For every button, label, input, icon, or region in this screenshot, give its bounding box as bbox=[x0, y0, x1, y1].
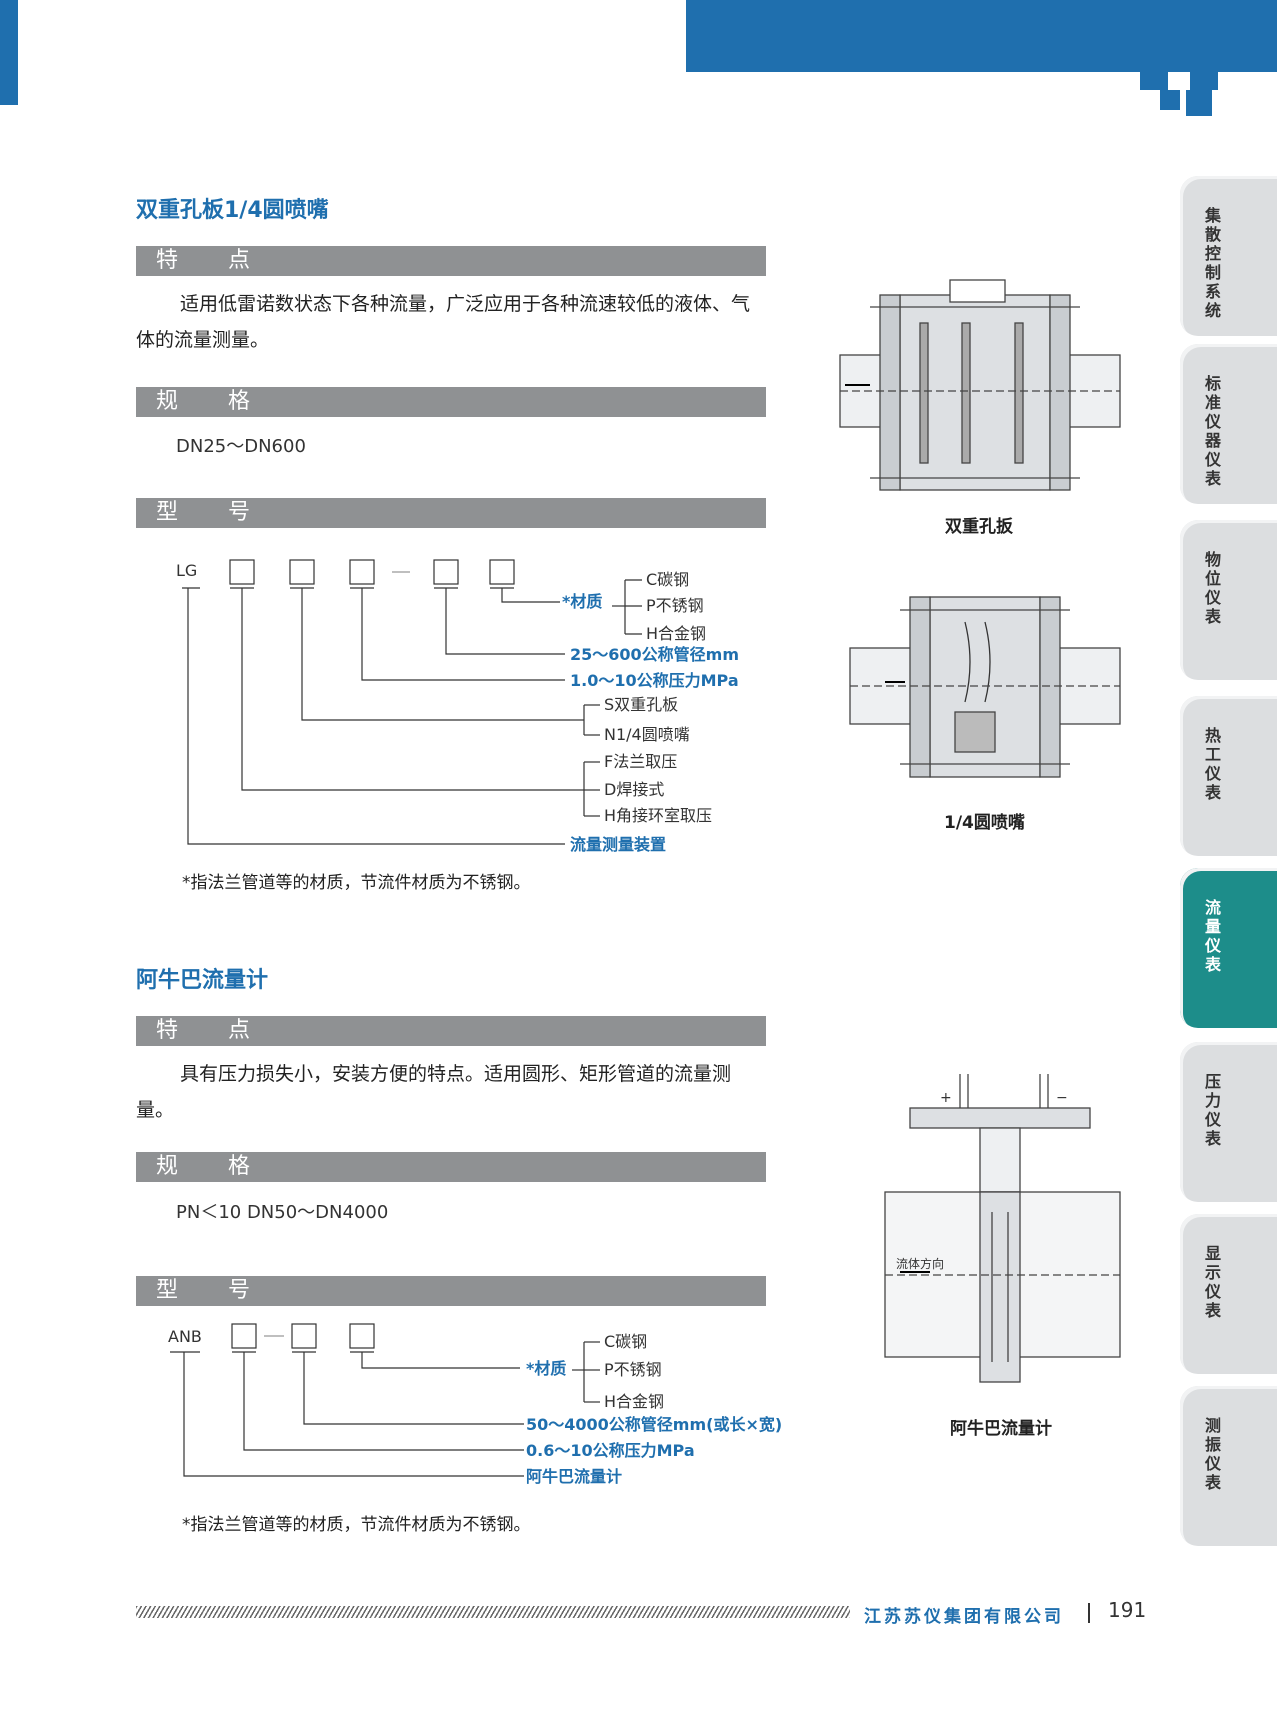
material-option: C碳钢 bbox=[604, 1332, 647, 1351]
code-box bbox=[349, 1323, 375, 1349]
side-tab-label: 标准仪器仪表 bbox=[1204, 374, 1221, 488]
model-prefix: LG bbox=[176, 561, 197, 580]
type-option: S双重孔板 bbox=[604, 695, 678, 714]
material-option: P不锈钢 bbox=[646, 596, 704, 615]
section2-spec-text: PN＜10 DN50～DN4000 bbox=[176, 1202, 389, 1223]
material-label: *材质 bbox=[526, 1359, 566, 1378]
left-accent-bar bbox=[0, 0, 18, 105]
side-tab[interactable]: 测振仪表 bbox=[1180, 1386, 1277, 1546]
header-square-1 bbox=[1140, 72, 1168, 90]
plus-label: + bbox=[940, 1090, 952, 1106]
side-tab[interactable]: 压力仪表 bbox=[1180, 1042, 1277, 1202]
annubar-drawing: + − 流体方向 bbox=[884, 1074, 1121, 1383]
section2-model-diagram: ANB *材质 C碳钢 P不锈钢 H合金钢 50～4000公称管径mm(或长×宽… bbox=[168, 1323, 782, 1486]
side-tab[interactable]: 流量仪表 bbox=[1180, 868, 1277, 1028]
section2-note: *指法兰管道等的材质，节流件材质为不锈钢。 bbox=[182, 1515, 531, 1535]
material-option: H合金钢 bbox=[604, 1392, 664, 1411]
flow-direction-label: 流体方向 bbox=[896, 1256, 944, 1271]
header-square-4 bbox=[1186, 90, 1212, 116]
code-box bbox=[489, 559, 515, 585]
code-box bbox=[291, 1323, 317, 1349]
quarter-nozzle-drawing bbox=[849, 596, 1121, 778]
header-square-3 bbox=[1160, 90, 1180, 110]
double-orifice-drawing bbox=[839, 279, 1121, 491]
side-tab-label: 集散控制系统 bbox=[1204, 206, 1221, 320]
caption-double-orifice: 双重孔扳 bbox=[945, 517, 1013, 537]
side-tab-label: 流量仪表 bbox=[1204, 898, 1221, 974]
pressure-label: 1.0～10公称压力MPa bbox=[570, 671, 739, 690]
code-box bbox=[229, 559, 255, 585]
header-blue-band bbox=[686, 0, 1277, 72]
footer-divider bbox=[1088, 1603, 1090, 1623]
minus-label: − bbox=[1056, 1090, 1068, 1106]
section1-model-header: 型 号 bbox=[136, 498, 766, 528]
section1-features-header: 特 点 bbox=[136, 246, 766, 276]
code-box bbox=[433, 559, 459, 585]
side-tab-label: 测振仪表 bbox=[1204, 1416, 1221, 1492]
connection-option: F法兰取压 bbox=[604, 752, 677, 771]
material-option: C碳钢 bbox=[646, 570, 689, 589]
model-prefix: ANB bbox=[168, 1327, 202, 1346]
side-tab[interactable]: 显示仪表 bbox=[1180, 1214, 1277, 1374]
diameter-label: 25～600公称管径mm bbox=[570, 645, 739, 664]
page-number: 191 bbox=[1108, 1598, 1147, 1622]
connection-option: H角接环室取压 bbox=[604, 806, 712, 825]
header-square-2 bbox=[1190, 72, 1218, 90]
side-tab-label: 热工仪表 bbox=[1204, 726, 1221, 802]
section1-model-diagram: LG *材质 C碳钢 P不锈钢 H合金钢 25～600公称管径mm 1.0～10… bbox=[176, 559, 739, 854]
side-tab-label: 压力仪表 bbox=[1204, 1072, 1221, 1148]
side-tab[interactable]: 物位仪表 bbox=[1180, 520, 1277, 680]
side-tab[interactable]: 集散控制系统 bbox=[1180, 176, 1277, 336]
code-box bbox=[349, 559, 375, 585]
side-tab-label: 显示仪表 bbox=[1204, 1244, 1221, 1320]
section2-model-header: 型 号 bbox=[136, 1276, 766, 1306]
side-tab[interactable]: 热工仪表 bbox=[1180, 696, 1277, 856]
section1-features-text: 适用低雷诺数状态下各种流量，广泛应用于各种流速较低的液体、气体的流量测量。 bbox=[136, 293, 751, 351]
material-option: H合金钢 bbox=[646, 624, 706, 643]
footer-company: 江苏苏仪集团有限公司 bbox=[864, 1607, 1064, 1627]
section1-spec-text: DN25～DN600 bbox=[176, 436, 306, 457]
device-label: 阿牛巴流量计 bbox=[526, 1467, 622, 1486]
pressure-label: 0.6～10公称压力MPa bbox=[526, 1441, 695, 1460]
device-label: 流量测量装置 bbox=[570, 835, 666, 854]
caption-quarter-nozzle: 1/4圆喷嘴 bbox=[944, 813, 1025, 833]
footer-hatch bbox=[136, 1606, 850, 1618]
side-tab-label: 物位仪表 bbox=[1204, 550, 1221, 626]
section2-features-header: 特 点 bbox=[136, 1016, 766, 1046]
section2-title: 阿牛巴流量计 bbox=[136, 968, 269, 993]
type-option: N1/4圆喷嘴 bbox=[604, 725, 690, 744]
caption-annubar: 阿牛巴流量计 bbox=[950, 1419, 1052, 1439]
section1-spec-header: 规 格 bbox=[136, 387, 766, 417]
connection-option: D焊接式 bbox=[604, 780, 664, 799]
side-tab[interactable]: 标准仪器仪表 bbox=[1180, 344, 1277, 504]
section1-title: 双重孔板1/4圆喷嘴 bbox=[136, 198, 329, 223]
section2-spec-header: 规 格 bbox=[136, 1152, 766, 1182]
material-label: *材质 bbox=[562, 592, 602, 611]
material-option: P不锈钢 bbox=[604, 1360, 662, 1379]
diameter-label: 50～4000公称管径mm(或长×宽) bbox=[526, 1415, 782, 1434]
code-box bbox=[231, 1323, 257, 1349]
section2-features-text: 具有压力损失小，安装方便的特点。适用圆形、矩形管道的流量测量。 bbox=[136, 1063, 732, 1121]
section1-note: *指法兰管道等的材质，节流件材质为不锈钢。 bbox=[182, 873, 531, 893]
code-box bbox=[289, 559, 315, 585]
